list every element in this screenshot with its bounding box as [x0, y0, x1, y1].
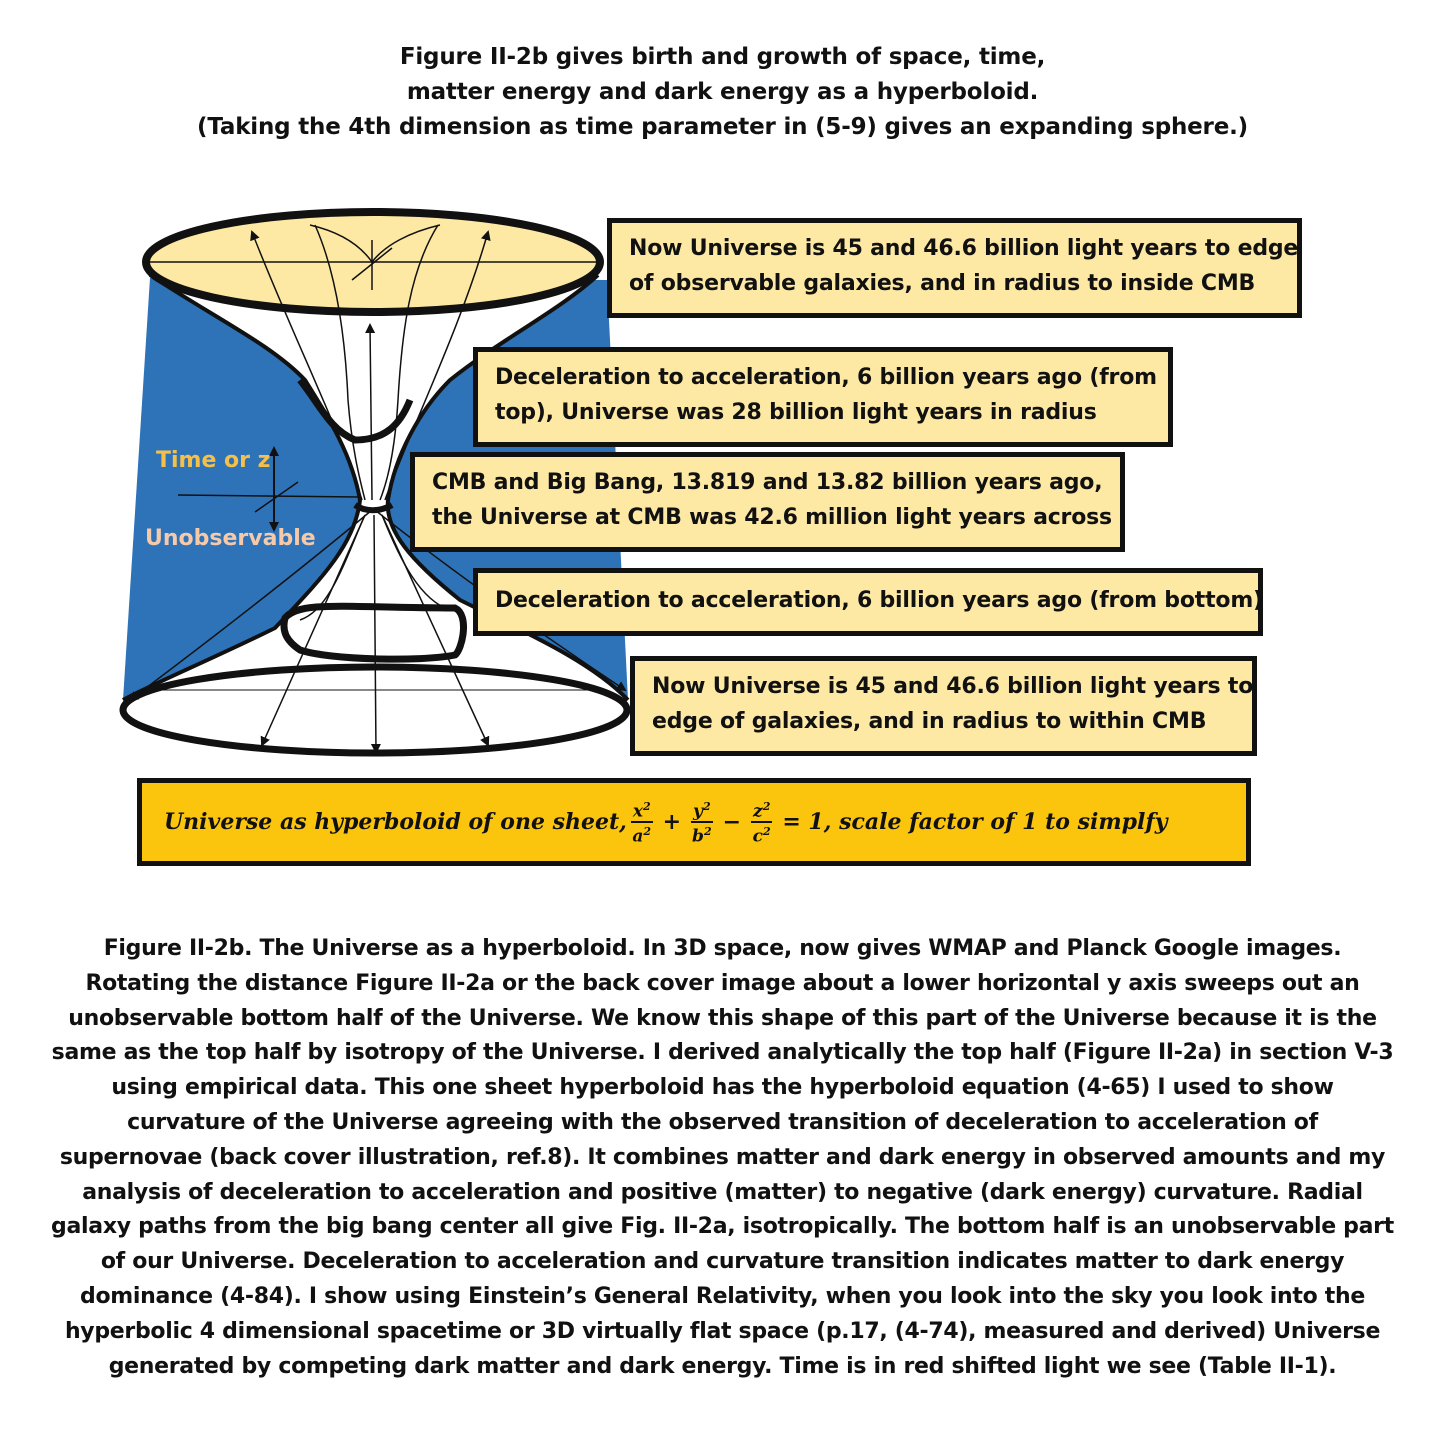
meridian-right-top [379, 224, 439, 501]
box-decel-top-line-1: Deceleration to acceleration, 6 billion … [495, 365, 1157, 390]
box-bottom-now-line-1: Now Universe is 45 and 46.6 billion ligh… [652, 674, 1254, 699]
z-num-exp: 2 [762, 800, 771, 814]
y-den: b [692, 826, 704, 847]
x-num-exp: 2 [642, 800, 651, 814]
caption-line: using empirical data. This one sheet hyp… [111, 1075, 1334, 1101]
box-cmb-line-2: the Universe at CMB was 42.6 million lig… [432, 505, 1112, 530]
box-cmb-line-1: CMB and Big Bang, 13.819 and 13.82 billi… [432, 470, 1103, 495]
unobservable-label: Unobservable [145, 526, 316, 551]
z-num: z [753, 802, 763, 822]
box-decel-bottom-line-1: Deceleration to acceleration, 6 billion … [495, 588, 1263, 613]
meridian-right-bottom [381, 514, 451, 611]
caption-line: Rotating the distance Figure II-2a or th… [85, 970, 1360, 996]
equation-suffix: = 1, scale factor of 1 to simplfy [782, 809, 1168, 835]
title-line-3: (Taking the 4th dimension as time parame… [197, 114, 1248, 140]
caption-line: same as the top half by isotropy of the … [51, 1040, 1394, 1066]
meridian-left-top [314, 224, 366, 501]
figure-title: Figure II-2b gives birth and growth of s… [0, 40, 1445, 145]
box-decel-top-line-2: top), Universe was 28 billion light year… [495, 400, 1097, 425]
meridian-far-right-top [371, 224, 441, 263]
y-den-exp: 2 [703, 825, 712, 838]
box-top-now-line-1: Now Universe is 45 and 46.6 billion ligh… [629, 236, 1299, 261]
meridian-far-left-top [309, 224, 373, 263]
caption-line: dominance (4-84). I show using Einstein’… [80, 1283, 1365, 1309]
arrow-to-bottom-center [370, 514, 381, 754]
cmb-axis-line [177, 494, 361, 498]
box-bottom-now: Now Universe is 45 and 46.6 billion ligh… [630, 656, 1257, 756]
equation-prefix: Universe as hyperboloid of one sheet, [164, 809, 627, 835]
upper-contour-ring [297, 377, 414, 444]
cmb-throat-ring [353, 502, 394, 514]
box-top-now: Now Universe is 45 and 46.6 billion ligh… [607, 218, 1302, 318]
box-decel-top: Deceleration to acceleration, 6 billion … [473, 347, 1173, 447]
box-decel-bottom: Deceleration to acceleration, 6 billion … [473, 568, 1263, 636]
caption-line: Figure II-2b. The Universe as a hyperbol… [103, 936, 1342, 961]
y-num-exp: 2 [702, 800, 711, 814]
caption-line: of our Universe. Deceleration to acceler… [100, 1249, 1345, 1275]
equation-box: Universe as hyperboloid of one sheet, x2… [137, 778, 1251, 866]
hyperboloid-left-outline [122, 273, 363, 702]
caption-line: hyperbolic 4 dimensional spacetime or 3D… [64, 1318, 1381, 1344]
hyperboloid-body [123, 275, 628, 700]
caption-line: generated by competing dark matter and d… [108, 1353, 1337, 1379]
caption-line: galaxy paths from the big bang center al… [51, 1214, 1394, 1240]
arrow-to-bottom-left [260, 514, 366, 747]
box-cmb: CMB and Big Bang, 13.819 and 13.82 billi… [410, 452, 1125, 552]
lower-contour-ring [280, 602, 467, 663]
x-fraction: x2 a2 [630, 798, 653, 847]
minus-sign: − [722, 809, 742, 835]
arrow-to-top-center [365, 323, 376, 501]
caption-line: supernovae (back cover illustration, ref… [59, 1144, 1386, 1170]
box-bottom-now-line-2: edge of galaxies, and in radius to withi… [652, 709, 1207, 734]
arrow-to-top-right [384, 230, 491, 501]
z-fraction: z2 c2 [751, 798, 773, 847]
plus-sign: + [662, 809, 682, 835]
caption-line: unobservable bottom half of the Universe… [68, 1005, 1377, 1031]
x-num: x [632, 802, 643, 822]
cmb-cross-mark [254, 481, 299, 513]
arrow-to-top-left [250, 230, 363, 501]
z-den-exp: 2 [763, 825, 771, 838]
caption-line: curvature of the Universe agreeing with … [127, 1109, 1318, 1135]
arrow-to-bottom-far-left [128, 509, 373, 702]
title-line-1: Figure II-2b gives birth and growth of s… [399, 44, 1046, 70]
y-num: y [693, 802, 703, 822]
caption-line: analysis of deceleration to acceleration… [82, 1179, 1363, 1205]
figure-caption: Figure II-2b. The Universe as a hyperbol… [40, 932, 1405, 1384]
x-den-exp: 2 [643, 825, 652, 838]
meridian-left-bottom [299, 514, 366, 621]
title-line-2: matter energy and dark energy as a hyper… [406, 79, 1039, 105]
x-den: a [632, 826, 644, 847]
box-top-now-line-2: of observable galaxies, and in radius to… [629, 271, 1256, 296]
y-fraction: y2 b2 [691, 798, 713, 847]
time-or-z-label: Time or z [156, 448, 271, 473]
z-den: c [752, 826, 764, 847]
